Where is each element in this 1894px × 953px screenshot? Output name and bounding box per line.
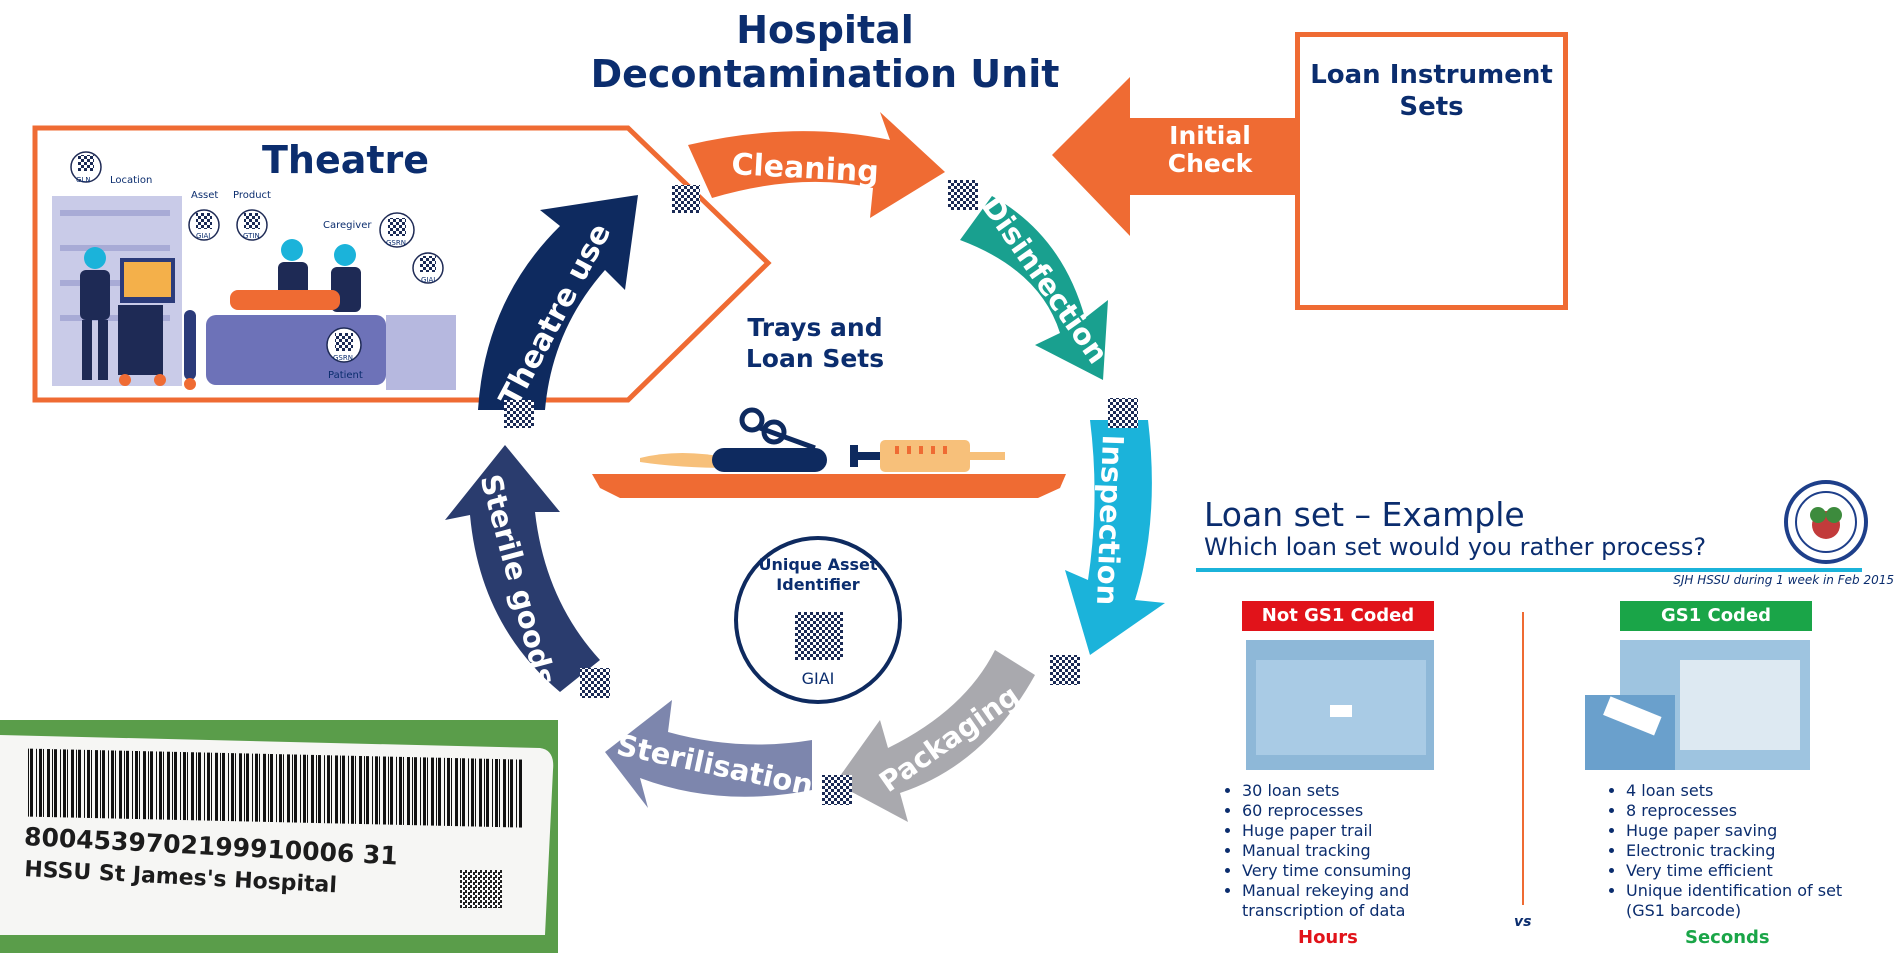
list-item: 30 loan sets [1242,781,1458,801]
page-title: Hospital Decontamination Unit [480,8,1170,96]
example-title: Loan set – Example [1204,495,1525,534]
list-item: 8 reprocesses [1626,801,1862,821]
cycle-qr-marker [504,400,534,428]
tray-illustration [592,407,1066,498]
initial-check-label: Initial Check [1150,122,1270,178]
step-label-packaging: Packaging [873,679,1025,799]
not-coded-list: 30 loan sets 60 reprocesses Huge paper t… [1218,781,1458,921]
list-item: 4 loan sets [1626,781,1862,801]
theatre-illustration [52,151,456,390]
list-item: Unique identification of set (GS1 barcod… [1626,881,1862,921]
loan-title-line-1: Loan Instrument [1310,60,1553,90]
cycle-qr-marker [580,668,610,698]
list-item: 60 reprocesses [1242,801,1458,821]
giai-qr-icon [795,612,843,660]
list-item: Huge paper saving [1626,821,1862,841]
gln-badge-label: GLN [76,176,91,184]
cleaning-arrow [688,112,945,218]
packaging-arrow [835,650,1035,822]
initial-check-line-1: Initial [1169,121,1251,150]
title-line-2: Decontamination Unit [590,52,1060,96]
trays-and-loan-sets-label: Trays and Loan Sets [730,312,900,374]
product-label: Product [233,190,271,201]
barcode-label-photo [0,720,558,953]
cycle-qr-marker [948,180,978,210]
theatre-title: Theatre [262,138,430,182]
list-item: Manual rekeying and transcription of dat… [1242,881,1458,921]
gsrn-badge-label-2: GSRN [333,354,353,362]
example-subtitle: Which loan set would you rather process? [1204,533,1707,561]
loan-instrument-sets-title: Loan Instrument Sets [1300,59,1563,123]
patient-label: Patient [328,370,363,381]
gs1-coded-photo [1585,640,1810,770]
vs-label: vs [1514,914,1532,930]
giai-badge-label-2: GIAI [421,276,436,284]
hospital-seal-logo [1784,480,1868,564]
gtin-badge-label: GTIN [243,232,260,240]
sterile-goods-arrow [445,445,600,692]
cycle-qr-marker [672,185,700,213]
coded-list: 4 loan sets 8 reprocesses Huge paper sav… [1602,781,1862,921]
giai-label: GIAI [801,669,835,688]
list-item: Electronic tracking [1626,841,1862,861]
cycle-qr-marker [1050,655,1080,685]
theatre-box-outline [32,125,772,403]
asset-label: Asset [191,190,219,201]
caregiver-label: Caregiver [323,220,372,231]
gs1-coded-tag: GS1 Coded [1620,601,1812,631]
identifier-line-1: Unique Asset [758,555,878,574]
example-note: SJH HSSU during 1 week in Feb 2015 [1673,573,1894,587]
list-item: Very time efficient [1626,861,1862,881]
loan-instrument-sets-box: Loan Instrument Sets [1295,32,1568,310]
loan-title-line-2: Sets [1399,92,1464,122]
not-gs1-coded-tag: Not GS1 Coded [1242,601,1434,631]
sterilisation-arrow [605,700,812,808]
location-label: Location [110,175,153,186]
cycle-qr-marker [822,775,852,805]
step-label-cleaning: Cleaning [731,147,880,190]
cycle-qr-marker [1108,398,1138,428]
not-gs1-coded-photo [1246,640,1434,770]
step-label-inspection: Inspection [1090,434,1130,606]
unique-asset-identifier-label: Unique Asset Identifier [733,555,903,595]
list-item: Very time consuming [1242,861,1458,881]
gsrn-badge-label: GSRN [386,239,406,247]
list-item: Manual tracking [1242,841,1458,861]
initial-check-arrow [1052,77,1300,236]
not-coded-result: Hours [1298,927,1358,948]
center-label-line-1: Trays and [747,313,883,342]
giai-badge-label: GIAI [196,232,211,240]
inspection-arrow [1065,420,1165,655]
center-label-line-2: Loan Sets [745,344,885,373]
theatre-use-arrow [478,195,638,410]
identifier-line-2: Identifier [776,575,860,594]
list-item: Huge paper trail [1242,821,1458,841]
initial-check-line-2: Check [1167,149,1253,178]
title-line-1: Hospital [736,8,914,52]
disinfection-arrow [960,196,1108,380]
coded-result: Seconds [1685,927,1770,948]
